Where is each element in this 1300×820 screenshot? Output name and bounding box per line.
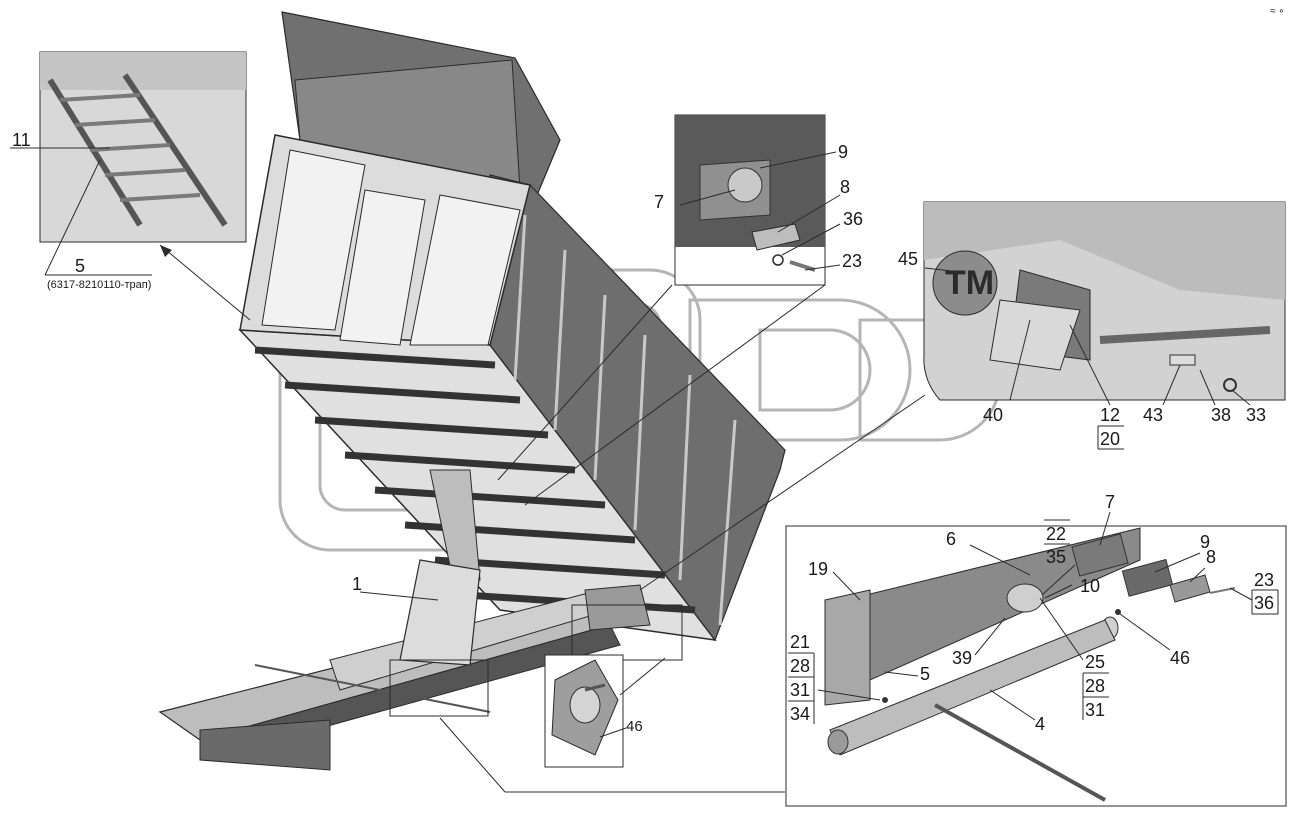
pivot-label-19: 19 [808, 559, 828, 579]
pivot-label-34: 34 [790, 704, 810, 724]
hinge-label-23: 23 [842, 251, 862, 271]
lift-label-40: 40 [983, 405, 1003, 425]
lift-strut [429, 469, 481, 591]
pivot-label-46: 46 [1170, 648, 1190, 668]
ladder-label-5: 5 [75, 256, 85, 276]
inset-ladder: 11 5 (6317-8210110-трап) [10, 51, 251, 321]
pivot-label-8: 8 [1206, 547, 1216, 567]
pivot-label-28: 28 [790, 656, 810, 676]
hinge-label-36: 36 [843, 209, 863, 229]
corner-mark: ≈ ∘ [1270, 6, 1285, 17]
lift-label-43: 43 [1143, 405, 1163, 425]
chassis-frame [158, 469, 683, 771]
pivot-label-22: 22 [1046, 524, 1066, 544]
pivot-label-31b: 31 [1085, 700, 1105, 720]
ladder-label-11: 11 [12, 130, 31, 150]
pivot-label-31: 31 [790, 680, 810, 700]
inset-lift-mount: TM 45 40 12 20 43 38 33 [639, 201, 1286, 591]
ladder-note: (6317-8210110-трап) [47, 279, 151, 291]
pivot-label-5: 5 [920, 664, 930, 684]
dump-body [238, 11, 786, 642]
pivot-label-6: 6 [946, 529, 956, 549]
pivot-label-7: 7 [1105, 492, 1115, 512]
crossmembers [254, 346, 696, 614]
pin-label-46: 46 [626, 718, 643, 735]
lift-label-20: 20 [1100, 429, 1120, 449]
lift-label-38: 38 [1211, 405, 1231, 425]
main-label: 1 [352, 574, 362, 594]
lift-label-33: 33 [1246, 405, 1266, 425]
hinge-label-8: 8 [840, 177, 850, 197]
pivot-label-4: 4 [1035, 714, 1045, 734]
lift-badge: TM [945, 264, 994, 302]
pivot-label-25: 25 [1085, 652, 1105, 672]
pivot-label-39: 39 [952, 648, 972, 668]
pivot-label-36: 36 [1254, 593, 1274, 613]
lift-label-45: 45 [898, 249, 918, 269]
pivot-label-21: 21 [790, 632, 810, 652]
pivot-label-9: 9 [1200, 532, 1210, 552]
pivot-label-23: 23 [1254, 570, 1274, 590]
pivot-label-28b: 28 [1085, 676, 1105, 696]
lift-label-12: 12 [1100, 405, 1120, 425]
main-callout-1: 1 [352, 574, 439, 601]
lift-cylinder-cover [399, 559, 481, 666]
inset-pin-detail: 46 [544, 654, 666, 768]
pivot-label-35: 35 [1046, 547, 1066, 567]
pivot-label-10: 10 [1080, 576, 1100, 596]
inset-pivot-assembly: 22 35 7 6 10 9 8 23 36 19 21 28 31 34 5 … [439, 492, 1287, 807]
hinge-label-9: 9 [838, 142, 848, 162]
hinge-label-7: 7 [654, 192, 664, 212]
inset-tailgate-hinge: 9 7 8 36 23 [497, 114, 863, 506]
